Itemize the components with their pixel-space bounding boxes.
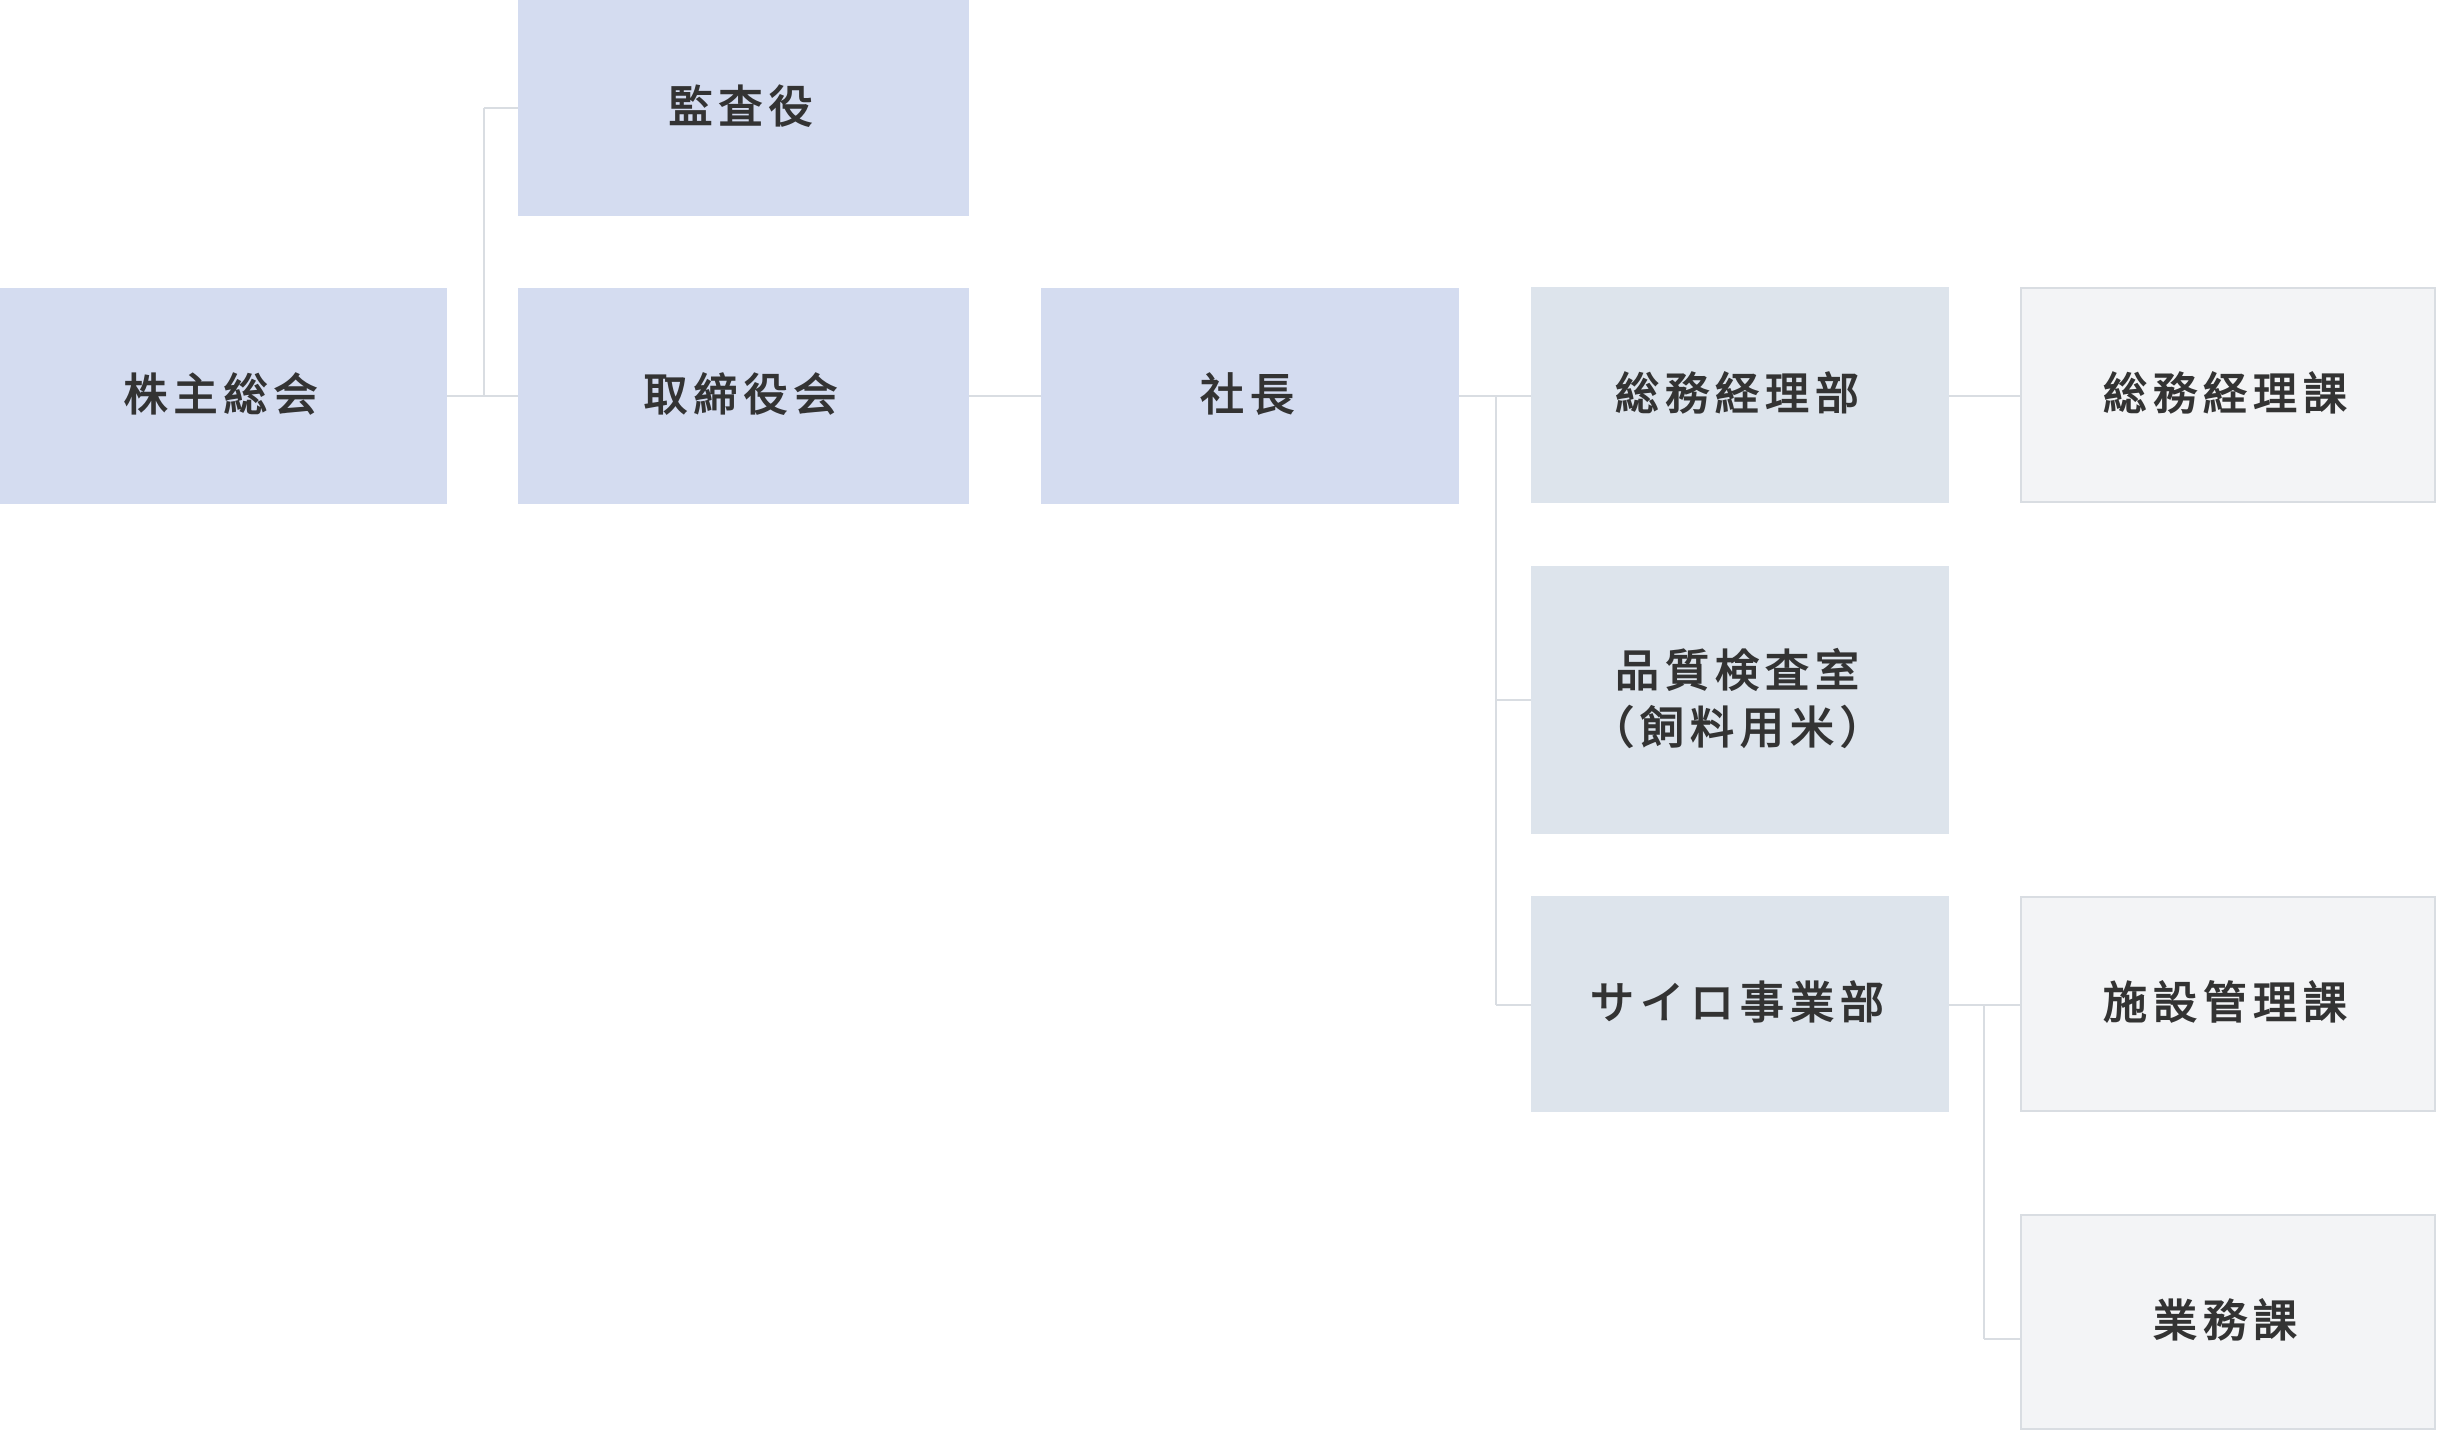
facility-management-section-label: 施設管理課	[2103, 978, 2353, 1030]
general-affairs-dept-box: 総務経理部	[1531, 287, 1949, 503]
operations-section-box: 業務課	[2020, 1214, 2436, 1430]
auditor-label: 監査役	[668, 82, 819, 134]
silo-business-dept-box: サイロ事業部	[1531, 896, 1949, 1112]
auditor-box: 監査役	[518, 0, 969, 216]
operations-section-label: 業務課	[2153, 1296, 2303, 1348]
silo-business-dept-label: サイロ事業部	[1590, 978, 1890, 1030]
shareholders-meeting-label: 株主総会	[123, 370, 324, 422]
general-affairs-section-box: 総務経理課	[2020, 287, 2436, 503]
shareholders-meeting-box: 株主総会	[0, 288, 447, 504]
facility-management-section-box: 施設管理課	[2020, 896, 2436, 1112]
quality-inspection-room-box: 品質検査室 （飼料用米）	[1531, 566, 1949, 834]
board-of-directors-label: 取締役会	[643, 370, 844, 422]
general-affairs-dept-label: 総務経理部	[1615, 369, 1865, 421]
board-of-directors-box: 取締役会	[518, 288, 969, 504]
quality-inspection-room-label: 品質検査室	[1615, 645, 1865, 697]
quality-inspection-room-sublabel: （飼料用米）	[1590, 703, 1890, 754]
general-affairs-section-label: 総務経理課	[2103, 369, 2353, 421]
president-box: 社長	[1041, 288, 1459, 504]
president-label: 社長	[1200, 370, 1300, 422]
